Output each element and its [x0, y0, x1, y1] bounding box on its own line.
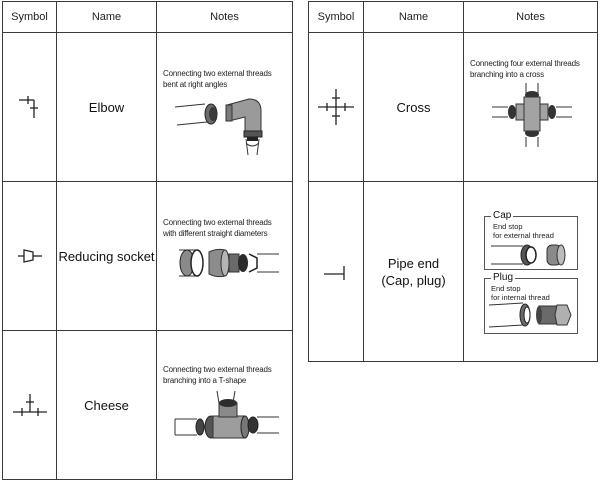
header-name: Name: [56, 1, 157, 33]
notes-cell: Cap End stop for external thread: [463, 181, 598, 362]
notes-cell: Connecting two external threads branchin…: [156, 330, 293, 480]
plug-label: Plug: [491, 272, 516, 283]
elbow-symbol-icon: [18, 96, 38, 118]
header-notes: Notes: [156, 1, 293, 33]
header-notes: Notes: [463, 1, 598, 33]
cap-label: Cap: [491, 210, 514, 221]
notes-cell: Connecting two external threads bent at …: [156, 32, 293, 182]
pipe-fittings-table-right: Symbol Name Notes Cross Connecting four …: [308, 1, 598, 362]
pipe-end-symbol-icon: [324, 265, 345, 280]
note-text: Connecting two external threads bent at …: [163, 69, 272, 89]
table-row: Cross Connecting four external threads b…: [308, 32, 598, 182]
reducing-socket-illustration: [179, 248, 279, 278]
fitting-name-line2: (Cap, plug): [381, 272, 446, 288]
fitting-name: Reducing socket: [56, 181, 157, 331]
tee-fitting-illustration: [174, 390, 279, 439]
plug-description: End stop for internal thread: [491, 284, 550, 302]
header-name: Name: [363, 1, 464, 33]
symbol-cell: [308, 181, 364, 362]
table-row: Cheese Connecting two external threads b…: [2, 330, 293, 480]
header-symbol: Symbol: [2, 1, 57, 33]
notes-cell: Connecting two external threads with dif…: [156, 181, 293, 331]
plug-box: Plug End stop for internal thread: [484, 273, 578, 334]
plug-illustration: [488, 302, 572, 328]
cheese-tee-symbol-icon: [12, 394, 47, 416]
note-text: Connecting two external threads branchin…: [163, 365, 272, 385]
fitting-name: Cheese: [56, 330, 157, 480]
fitting-name: Elbow: [56, 32, 157, 182]
notes-cell: Connecting four external threads branchi…: [463, 32, 598, 182]
cap-illustration: [491, 244, 566, 266]
symbol-cell: [2, 330, 57, 480]
table-row: Elbow Connecting two external threads be…: [2, 32, 293, 182]
cross-symbol-icon: [318, 89, 354, 125]
reducing-socket-symbol-icon: [17, 249, 42, 263]
table-row: Reducing socket Connecting two external …: [2, 181, 293, 331]
cap-description: End stop for external thread: [493, 222, 554, 240]
table-row: Pipe end (Cap, plug) Cap End stop for ex…: [308, 181, 598, 362]
elbow-fitting-illustration: [174, 98, 263, 156]
fitting-name: Cross: [363, 32, 464, 182]
header-row: Symbol Name Notes: [2, 1, 293, 33]
fitting-name-line1: Pipe end: [387, 255, 440, 271]
fitting-name: Pipe end (Cap, plug): [363, 181, 464, 362]
symbol-cell: [2, 32, 57, 182]
pipe-fittings-table-left: Symbol Name Notes Elbow Connecting two e…: [2, 1, 293, 480]
symbol-cell: [2, 181, 57, 331]
cap-box: Cap End stop for external thread: [484, 211, 578, 270]
note-text: Connecting four external threads branchi…: [470, 59, 580, 79]
header-symbol: Symbol: [308, 1, 364, 33]
header-row: Symbol Name Notes: [308, 1, 598, 33]
symbol-cell: [308, 32, 364, 182]
note-text: Connecting two external threads with dif…: [163, 218, 272, 238]
cross-fitting-illustration: [492, 83, 572, 147]
